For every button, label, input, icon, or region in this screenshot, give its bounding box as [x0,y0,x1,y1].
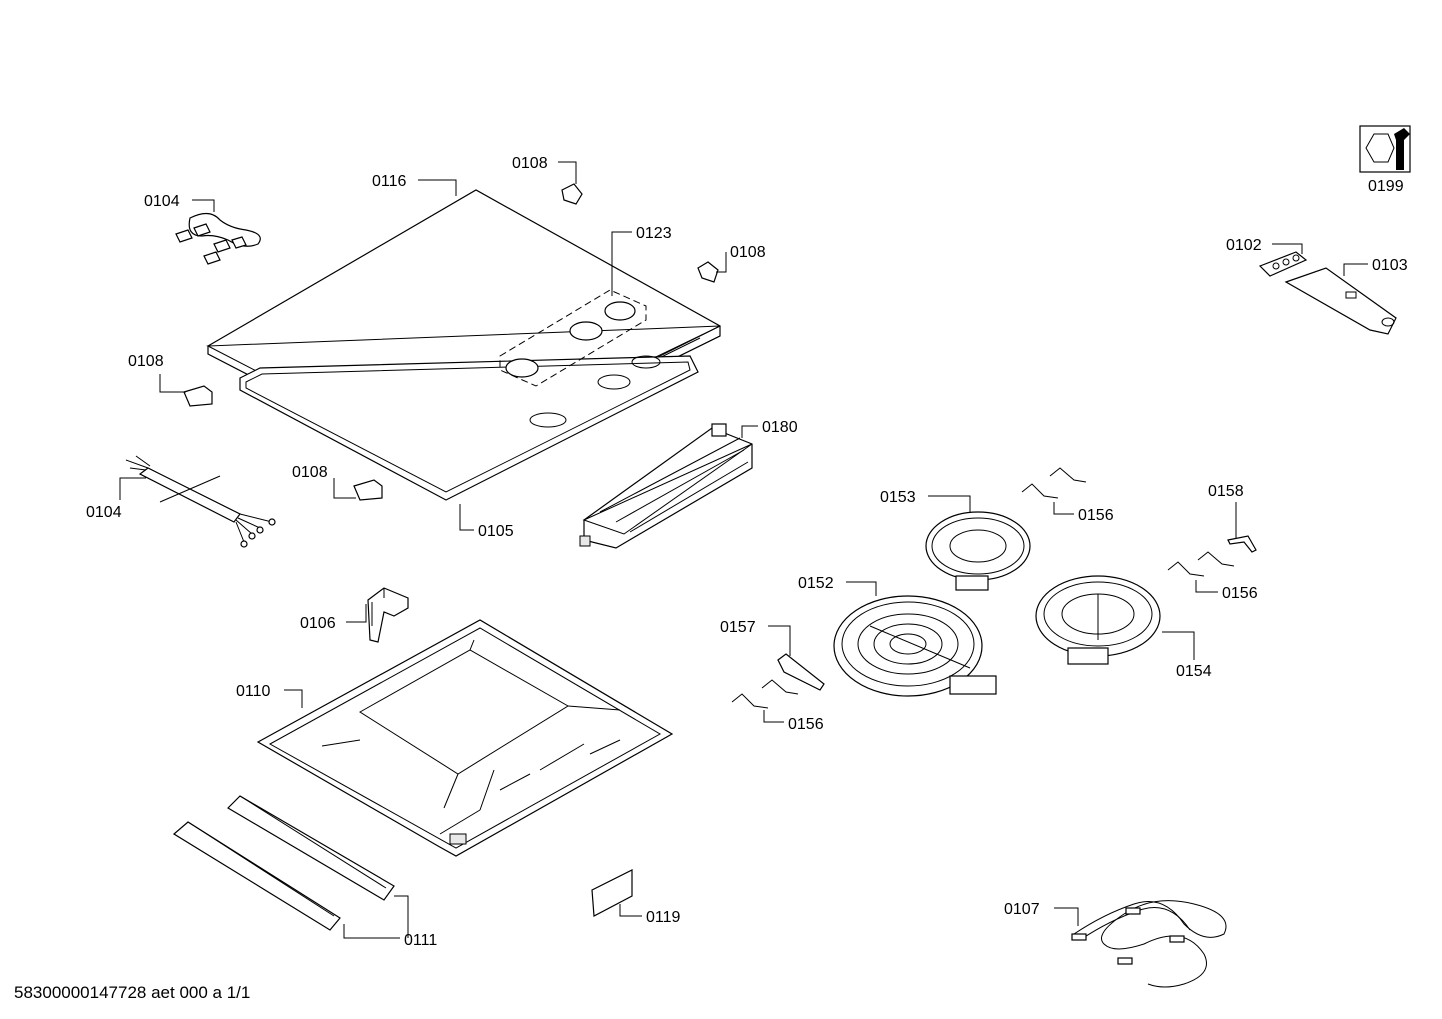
part-0154-heating-element [1035,575,1161,665]
label-0108-d: 0108 [292,464,328,481]
part-0111-rails [172,795,395,931]
label-0116: 0116 [372,173,407,190]
label-0152: 0152 [798,575,834,592]
label-0104-a: 0104 [144,193,180,210]
label-0156-c: 0156 [1222,585,1258,602]
label-0108-a: 0108 [512,155,548,172]
part-0108-clip-a [561,183,583,205]
label-0199: 0199 [1368,178,1404,195]
label-0104-b: 0104 [86,504,122,521]
label-0157: 0157 [720,619,756,636]
label-0106: 0106 [300,615,336,632]
part-0123-knobs [499,289,647,387]
label-0107: 0107 [1004,901,1040,918]
leader-lines [119,161,1368,939]
label-0180: 0180 [762,419,798,436]
part-0104-clips [175,212,261,265]
label-0156-a: 0156 [788,716,824,733]
label-0156-b: 0156 [1078,507,1114,524]
part-0110-bottom-tray [256,619,674,857]
label-0108-c: 0108 [128,353,164,370]
part-0105-frame [239,355,699,501]
part-0108-clip-b [697,261,719,283]
label-0103: 0103 [1372,257,1408,274]
part-0103-bar [1284,267,1397,335]
part-0107-wiring-harness [1071,900,1227,988]
label-0153: 0153 [880,489,916,506]
label-0154: 0154 [1176,663,1212,680]
part-0108-clip-d [353,479,383,501]
part-0106-bracket [367,587,409,643]
part-0104-cable [125,455,276,548]
part-0157-clamp [777,653,825,691]
document-footer: 58300000147728 aet 000 a 1/1 [14,983,250,1002]
label-0105: 0105 [478,523,514,540]
part-0180-control-module [579,423,753,549]
label-0110: 0110 [236,683,271,700]
part-0108-clip-c [183,385,213,407]
part-0156-springs-b [1167,551,1235,577]
label-0123: 0123 [636,225,672,242]
label-0158: 0158 [1208,483,1244,500]
label-0111: 0111 [404,932,437,949]
label-0119: 0119 [646,909,681,926]
part-0156-springs-a [1021,467,1087,499]
part-0156-springs-c [731,679,799,709]
label-0102: 0102 [1226,237,1262,254]
part-0158-clamp [1227,535,1257,553]
part-0102-plate [1258,251,1308,277]
part-0152-heating-element [833,595,997,697]
part-0119-label-plate [591,869,633,917]
part-0199-tool-icon [1359,125,1411,173]
part-labels: 0116 0108 0104 0123 0108 0108 0108 0104 … [86,155,1408,949]
part-0153-heating-element [925,511,1031,591]
label-0108-b: 0108 [730,244,766,261]
